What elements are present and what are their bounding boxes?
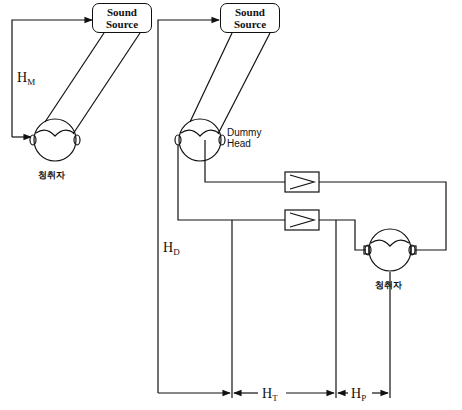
source-box: Sound Source xyxy=(220,3,280,33)
transfer-function-label: HM xyxy=(17,70,35,90)
transfer-function-label: HT xyxy=(262,386,278,406)
sound-ray xyxy=(190,33,232,122)
transfer-bracket xyxy=(12,136,31,137)
part-label: Dummy Head xyxy=(227,127,267,149)
sound-ray xyxy=(218,33,270,134)
dimension-tick xyxy=(389,272,390,398)
dimension-tick xyxy=(335,220,336,398)
source-box: Sound Source xyxy=(92,3,152,33)
dimension-arrow xyxy=(234,392,258,393)
dimension-arrow xyxy=(338,392,348,393)
amplifier xyxy=(285,210,319,230)
part-label: 청취자 xyxy=(375,278,402,293)
transfer-function-label: HP xyxy=(351,386,366,406)
transfer-bracket xyxy=(158,20,219,393)
box-label: Sound Source xyxy=(225,6,275,30)
listener-head xyxy=(30,119,80,161)
listener-head xyxy=(364,229,416,271)
dimension-arrow xyxy=(286,392,334,393)
dimension-tick xyxy=(231,220,232,398)
sound-ray xyxy=(45,33,104,122)
dimension-arrow xyxy=(158,392,230,393)
part-label: 청취자 xyxy=(38,168,65,183)
dimension-arrow xyxy=(372,392,388,393)
amplifier xyxy=(285,172,319,192)
dummy-head xyxy=(175,119,225,161)
wire xyxy=(319,220,366,250)
wire xyxy=(319,182,446,250)
sound-ray xyxy=(73,33,140,134)
transfer-function-label: HD xyxy=(163,240,180,260)
box-label: Sound Source xyxy=(97,6,147,30)
